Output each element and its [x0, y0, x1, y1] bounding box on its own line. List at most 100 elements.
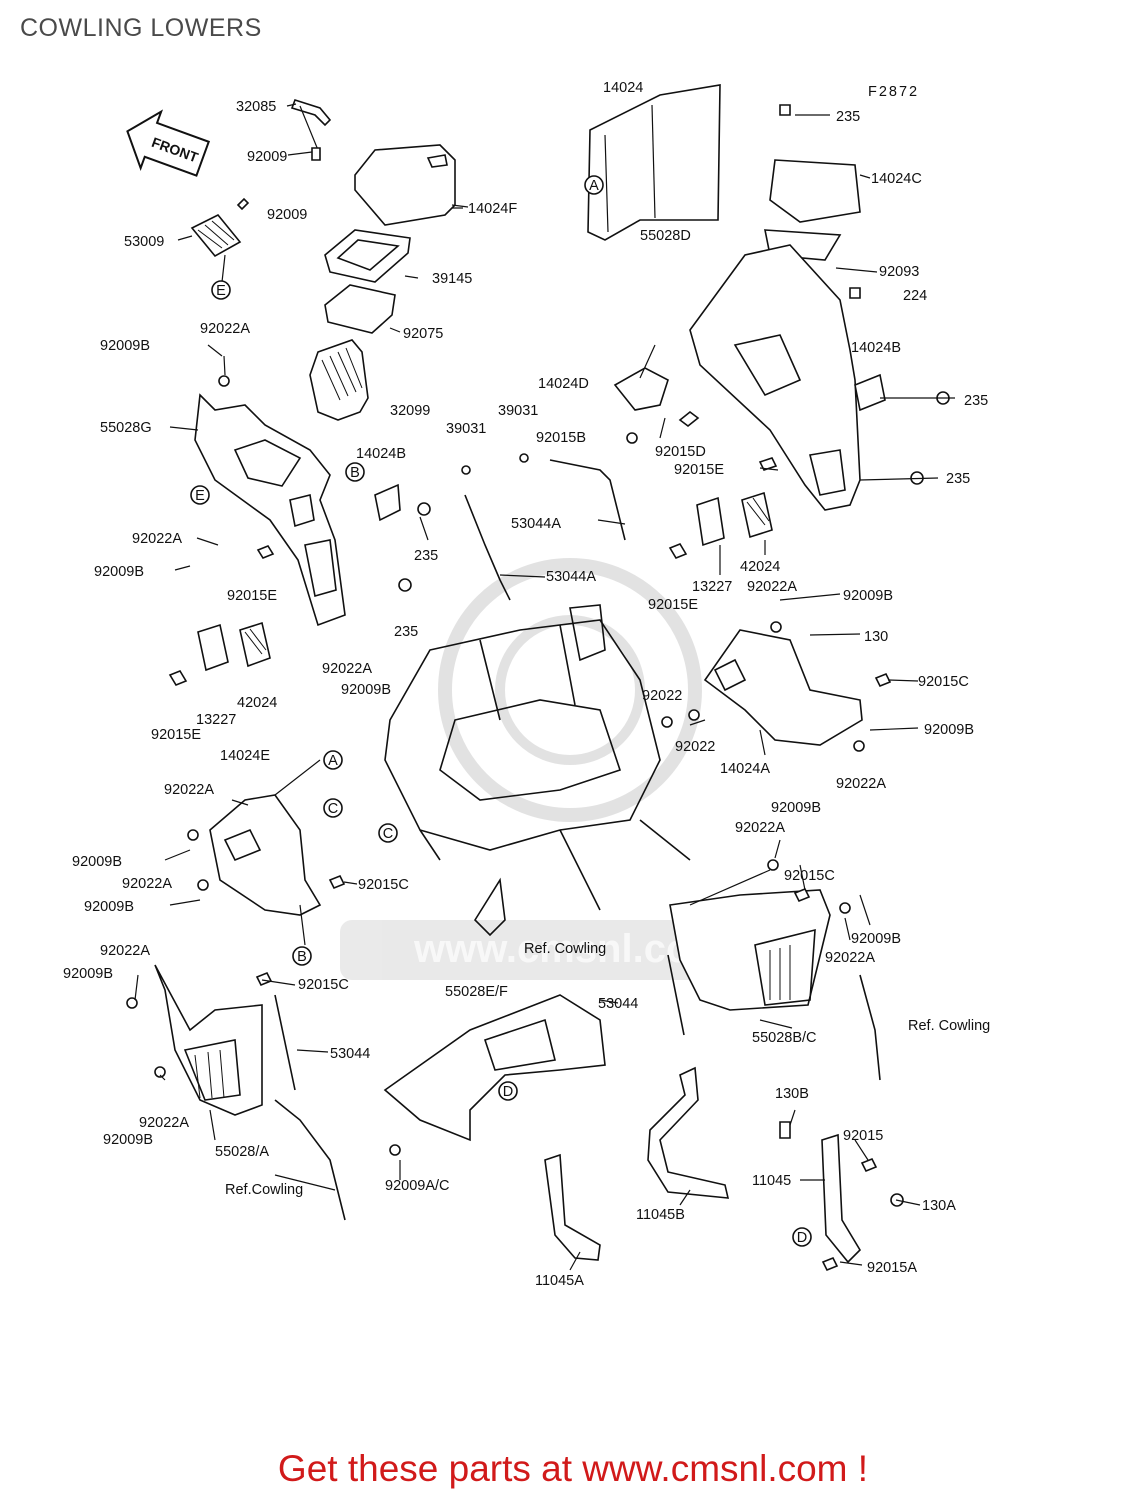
panel-14024 — [587, 84, 721, 241]
part-label: 92015C — [358, 877, 409, 893]
part-label: 92022A — [122, 876, 172, 892]
part-label: 53044 — [330, 1046, 370, 1062]
part-label: 92009B — [341, 682, 391, 698]
lower-cowl-55028EF — [383, 994, 606, 1156]
seal-39145 — [324, 229, 411, 283]
callout-a-left: A — [328, 753, 338, 769]
callout-c-duct: C — [328, 801, 338, 817]
part-label: 130B — [775, 1086, 809, 1102]
part-label: 92022 — [675, 739, 715, 755]
part-label: 92015D — [655, 444, 706, 460]
cowling-frame — [384, 604, 691, 937]
seal-53044A — [461, 453, 626, 601]
part-label: 53044A — [546, 569, 596, 585]
callout-d-bracket: D — [797, 1230, 807, 1246]
part-label: 92093 — [879, 264, 919, 280]
part-label: 92009B — [771, 800, 821, 816]
part-label: 92009B — [924, 722, 974, 738]
part-label: 14024F — [468, 201, 517, 217]
lower-cowl-55028A — [126, 964, 346, 1221]
part-label: 39145 — [432, 271, 472, 287]
part-label: 92022A — [132, 531, 182, 547]
part-label: 92009 — [267, 207, 307, 223]
part-label: 14024E — [220, 748, 270, 764]
part-label: 235 — [964, 393, 988, 409]
callout-c-frame: C — [383, 826, 393, 842]
cover-32099 — [309, 339, 369, 421]
part-label: 92022A — [139, 1115, 189, 1131]
part-label: 42024 — [740, 559, 780, 575]
part-label: 224 — [903, 288, 927, 304]
part-label: 39031 — [498, 403, 538, 419]
part-label: 235 — [414, 548, 438, 564]
part-label: 92022A — [747, 579, 797, 595]
part-label: 92015E — [648, 597, 698, 613]
part-label: 92015 — [843, 1128, 883, 1144]
part-label: 235 — [946, 471, 970, 487]
part-label: 92015E — [151, 727, 201, 743]
get-parts-link[interactable]: Get these parts at www.cmsnl.com ! — [277, 1448, 869, 1489]
duct-14024A — [661, 621, 892, 752]
part-label: 92009A/C — [385, 1178, 450, 1194]
part-label: 92022A — [735, 820, 785, 836]
pad-92075 — [324, 284, 396, 334]
part-label: 130A — [922, 1198, 956, 1214]
part-label: 92022A — [100, 943, 150, 959]
front-arrow-icon: FRONT — [126, 109, 211, 177]
part-label: 92015B — [536, 430, 586, 446]
part-label: 14024C — [871, 171, 922, 187]
part-label: Ref. Cowling — [908, 1018, 990, 1034]
callout-e-top: E — [216, 283, 226, 299]
bracket-11045B — [647, 1066, 730, 1199]
connectors-right — [668, 457, 778, 559]
part-label: 11045B — [636, 1207, 685, 1223]
callout-b-bottom: B — [297, 949, 307, 965]
part-label: 92009B — [72, 854, 122, 870]
part-label: 39031 — [446, 421, 486, 437]
inner-panel-55028D — [689, 104, 950, 511]
duct-14024E — [187, 794, 346, 916]
part-label: 14024A — [720, 761, 770, 777]
part-label: 235 — [394, 624, 418, 640]
callout-d-cowl: D — [503, 1084, 513, 1100]
part-label: 92015C — [784, 868, 835, 884]
part-label: 92022A — [164, 782, 214, 798]
part-label: Ref.Cowling — [225, 1182, 303, 1198]
part-label: 53044 — [598, 996, 638, 1012]
part-label: 92015C — [298, 977, 349, 993]
bracket-11045A — [544, 1153, 601, 1261]
part-label: 92022A — [200, 321, 250, 337]
part-label: 92015A — [867, 1260, 917, 1276]
part-label: 14024D — [538, 376, 589, 392]
part-label: Ref. Cowling — [524, 941, 606, 957]
bracket-32085 — [290, 99, 332, 161]
part-label: 14024 — [603, 80, 643, 96]
part-label: 55028B/C — [752, 1030, 817, 1046]
callout-a-top: A — [589, 178, 599, 194]
part-label: 11045 — [752, 1173, 791, 1189]
part-label: 32099 — [390, 403, 430, 419]
callout-b-top: B — [350, 465, 360, 481]
leader-lines — [134, 103, 955, 1271]
part-label: 14024B — [851, 340, 901, 356]
inner-panel-55028G — [194, 375, 431, 627]
part-label: 42024 — [237, 695, 277, 711]
part-label: 53009 — [124, 234, 164, 250]
part-label: 130 — [864, 629, 888, 645]
part-label: 92022A — [836, 776, 886, 792]
fastener-53009 — [190, 197, 250, 283]
part-label: 92022A — [825, 950, 875, 966]
part-label: 92015C — [918, 674, 969, 690]
callout-markers: A A B B C C D D E E — [190, 175, 812, 1247]
part-label: 235 — [836, 109, 860, 125]
part-label: 55028E/F — [445, 984, 508, 1000]
bracket-14024D — [613, 367, 700, 444]
bracket-11045 — [779, 1121, 904, 1272]
seal-53044-right — [667, 954, 881, 1081]
part-label: 32085 — [236, 99, 276, 115]
part-label: 92009B — [843, 588, 893, 604]
lower-cowl-55028BC — [669, 859, 851, 1011]
part-label: 92015E — [674, 462, 724, 478]
